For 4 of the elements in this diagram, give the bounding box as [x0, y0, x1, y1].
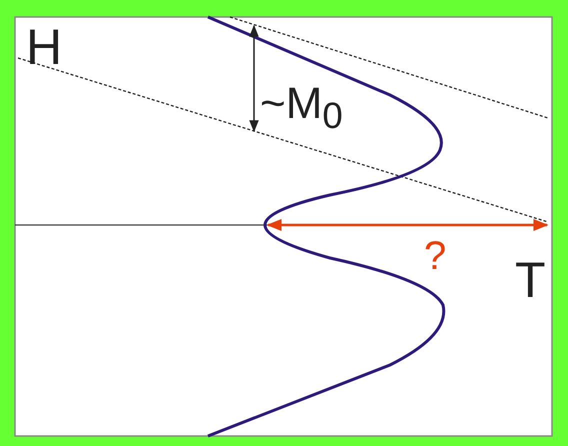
dimension-label: ~M$_{0}$	[260, 82, 343, 134]
axis-label: T	[515, 255, 546, 305]
question-mark: ?	[424, 236, 446, 276]
axis-label: H	[26, 22, 62, 72]
